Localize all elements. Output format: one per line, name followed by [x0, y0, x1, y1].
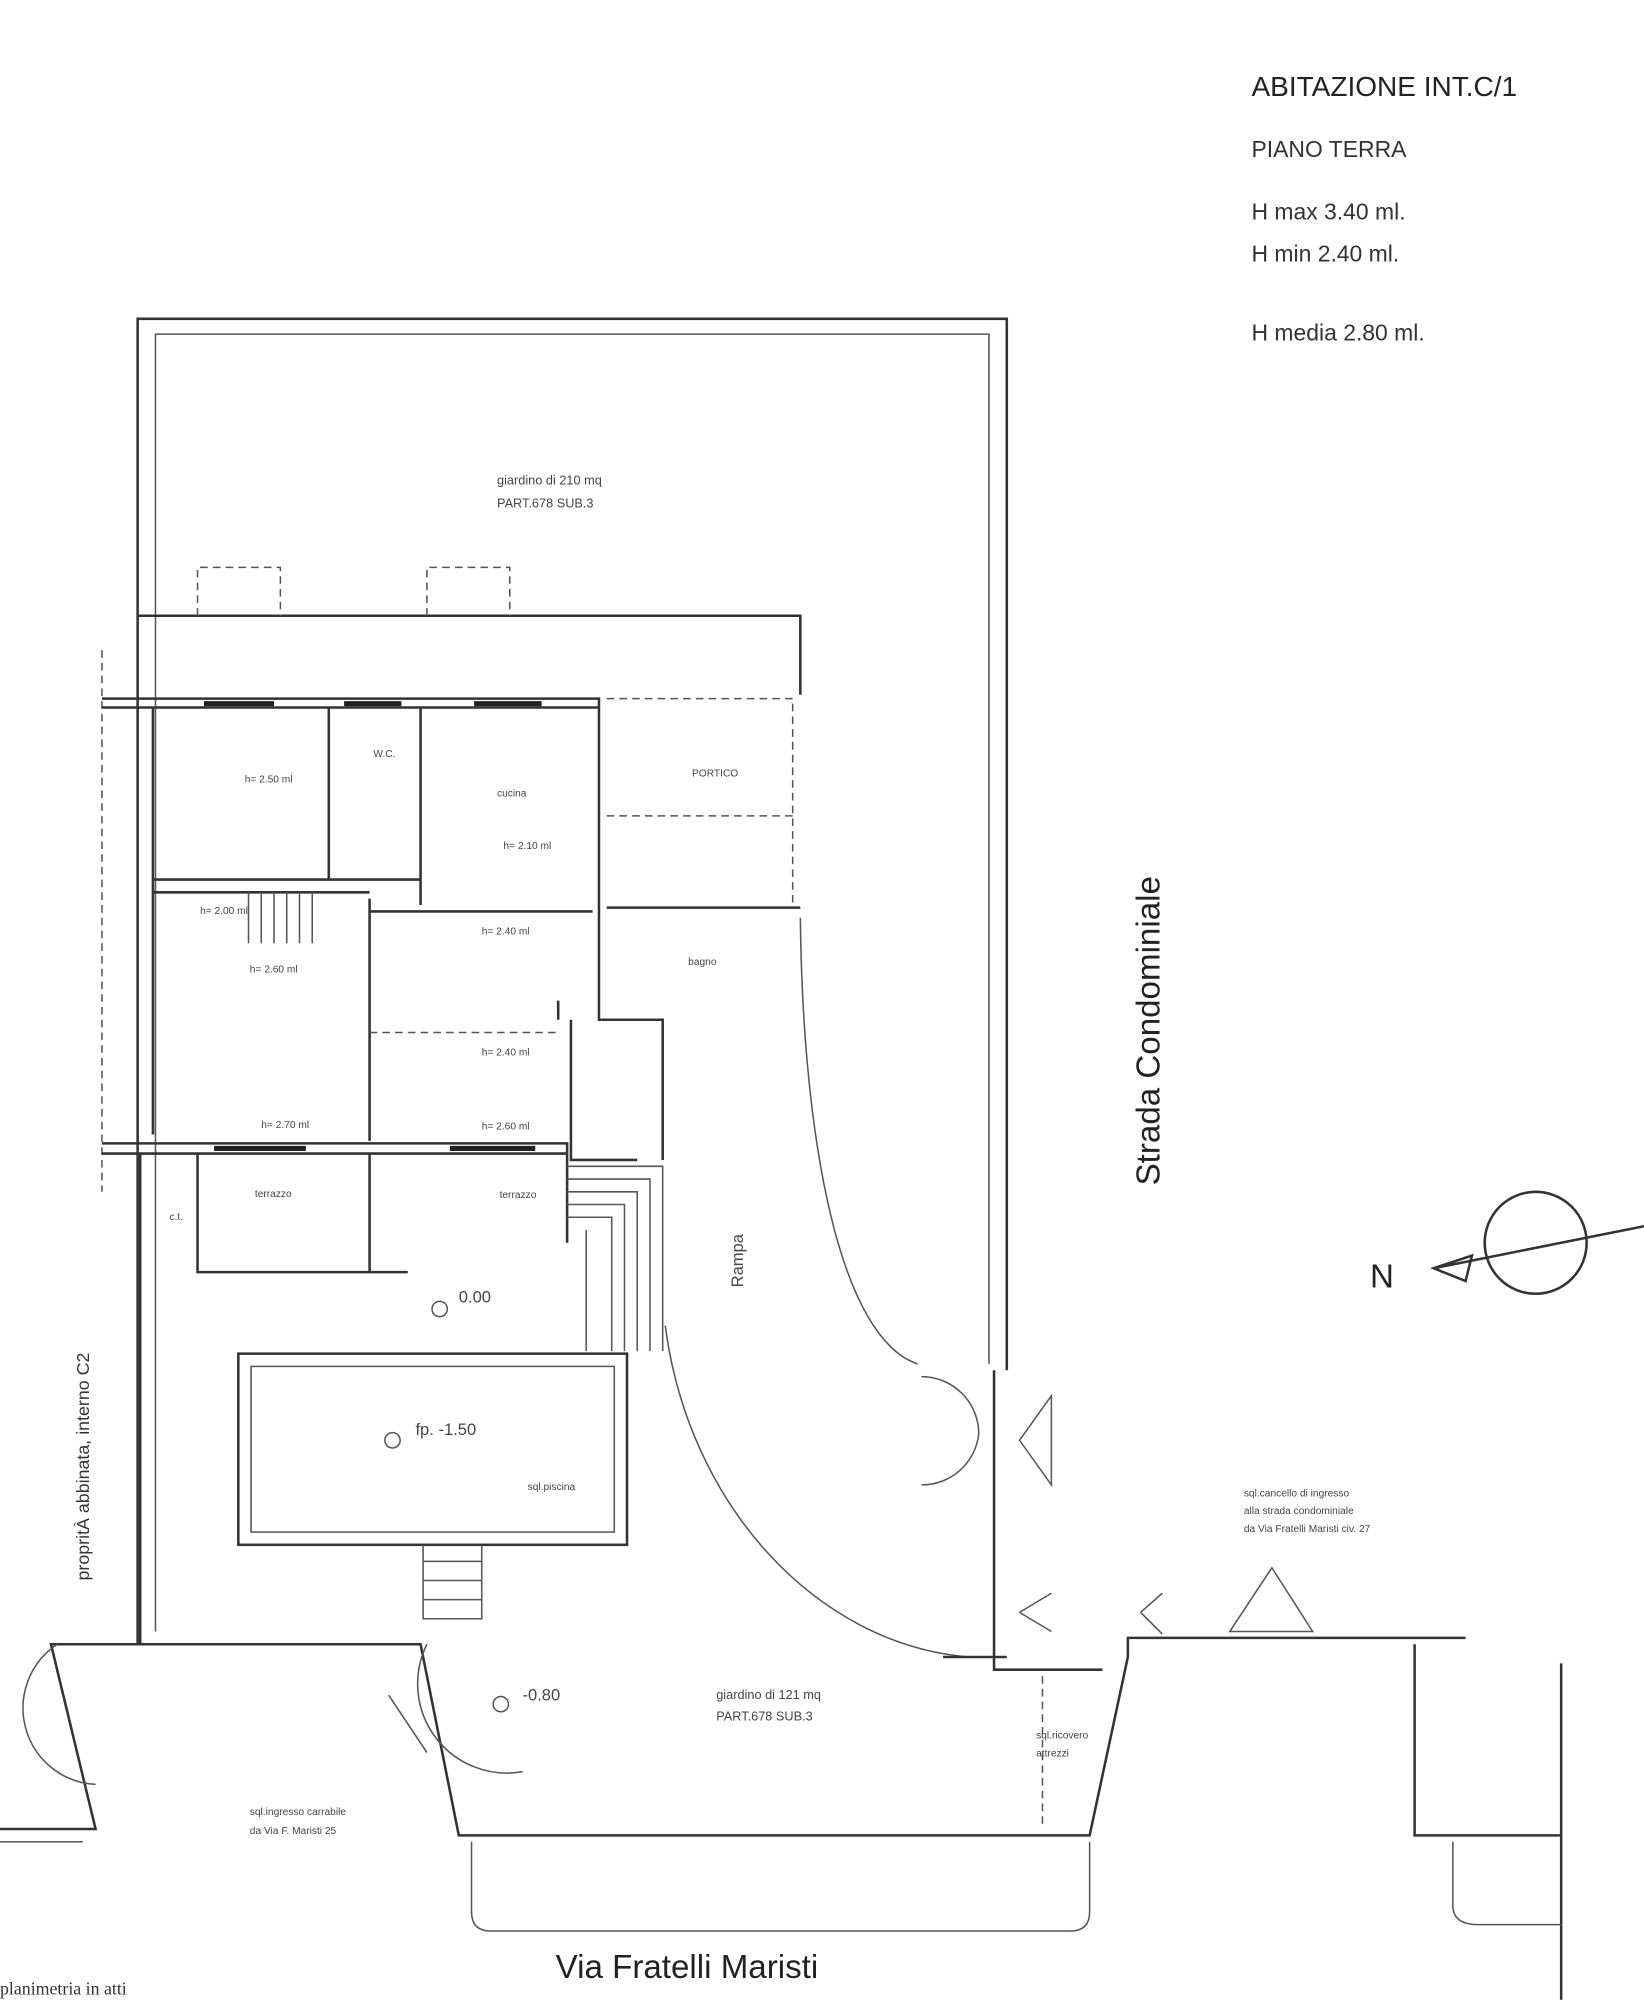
strada-condominiale-label: Strada Condominiale	[1131, 876, 1168, 1185]
h-media: H media 2.80 ml.	[1251, 319, 1424, 345]
rampa-label: Rampa	[728, 1233, 747, 1287]
garden-south-part: PART.678 SUB.3	[716, 1709, 813, 1724]
cancello-line3: da Via Fratelli Maristi civ. 27	[1244, 1524, 1371, 1535]
plan-title: ABITAZIONE INT.C/1	[1251, 71, 1517, 102]
pool-label: sql.piscina	[528, 1482, 576, 1493]
pool-outer	[237, 1352, 629, 1547]
hall2-height: h= 2.40 ml	[482, 1047, 530, 1058]
terrazzo-1: terrazzo	[255, 1189, 292, 1200]
cucina-height: h= 2.10 ml	[503, 841, 551, 852]
ramp-curve	[799, 917, 918, 1365]
room1-height: h= 2.50 ml	[245, 775, 293, 786]
room-ct: c.t.	[169, 1212, 183, 1223]
room-wc: W.C.	[373, 749, 395, 760]
pool-steps	[422, 1544, 483, 1620]
room-cucina: cucina	[497, 789, 527, 800]
south-boundary	[0, 1370, 1563, 2000]
garden-south-label: giardino di 121 mq	[716, 1687, 821, 1702]
pool-inner	[250, 1365, 616, 1533]
level-marker-icon	[384, 1431, 401, 1449]
north-arrow-icon	[1430, 1190, 1644, 1296]
pool-level: fp. -1.50	[415, 1420, 476, 1439]
entrance-arrow-icons	[388, 1393, 1315, 1753]
garden-north-part: PART.678 SUB.3	[497, 495, 594, 510]
north-label: N	[1370, 1258, 1394, 1295]
ingresso-line2: da Via F. Maristi 25	[250, 1826, 337, 1837]
level-marker-icon	[492, 1695, 510, 1713]
hall3-height: h= 2.60 ml	[482, 1121, 530, 1132]
terrazzo-2: terrazzo	[500, 1190, 537, 1201]
living2-height: h= 2.70 ml	[261, 1120, 309, 1131]
h-min: H min 2.40 ml.	[1251, 240, 1399, 266]
h-max: H max 3.40 ml.	[1251, 198, 1405, 224]
room-portico: PORTICO	[692, 768, 738, 779]
driveway-curve	[664, 1325, 969, 1658]
ingresso-line1: sql.ingresso carrabile	[250, 1807, 347, 1818]
entrance-level: -0.80	[523, 1685, 561, 1704]
cancello-line2: alla strada condominiale	[1244, 1506, 1354, 1517]
property-boundary	[101, 317, 1009, 1645]
exterior-stairs	[567, 1165, 664, 1352]
floor-label: PIANO TERRA	[1251, 136, 1407, 162]
ricovero-line1: sql.ricovero	[1036, 1731, 1088, 1742]
garden-north-label: giardino di 210 mq	[497, 472, 602, 487]
living-height: h= 2.60 ml	[250, 965, 298, 976]
skylights	[196, 566, 511, 616]
level-zero: 0.00	[459, 1288, 491, 1307]
room-bagno: bagno	[688, 957, 717, 968]
footer-note: planimetria in atti	[0, 1979, 127, 1999]
street-label: Via Fratelli Maristi	[556, 1949, 819, 1986]
neighbor-label: propritÀ abbinata, interno C2	[73, 1352, 93, 1580]
ricovero-line2: attrezzi	[1036, 1748, 1069, 1759]
stair-height: h= 2.00 ml	[200, 906, 248, 917]
level-marker-icon	[431, 1300, 449, 1318]
hall-height: h= 2.40 ml	[482, 926, 530, 937]
cancello-line1: sql.cancello di ingresso	[1244, 1488, 1350, 1499]
house-walls	[101, 697, 801, 1645]
